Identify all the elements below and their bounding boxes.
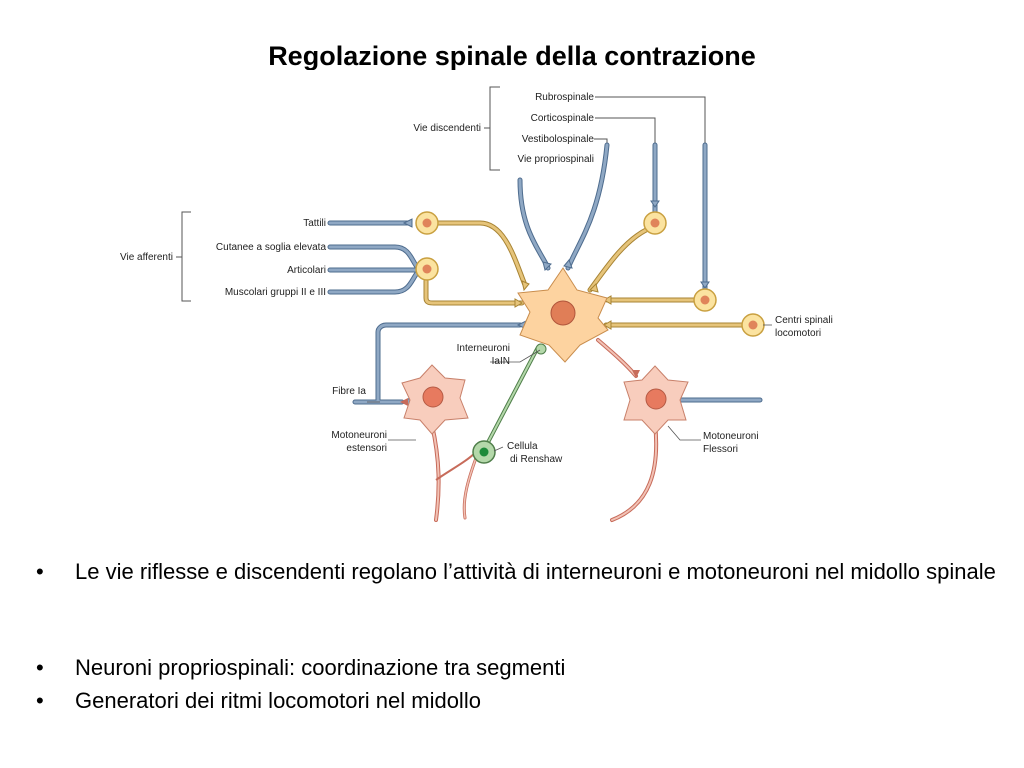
renshaw-cell xyxy=(472,440,496,464)
yellow-terminals xyxy=(514,280,612,330)
label-cellula-1: Cellula xyxy=(507,441,538,452)
motoneuron-flexor xyxy=(623,365,689,435)
bullet-text: Generatori dei ritmi locomotori nel mido… xyxy=(75,688,481,713)
label-fibre-ia: Fibre Ia xyxy=(332,386,366,397)
bullet-item-1: • Le vie riflesse e discendenti regolano… xyxy=(36,560,996,584)
spinal-regulation-diagram: Vie discendenti Rubrospinale Corticospin… xyxy=(120,86,833,522)
label-tattili: Tattili xyxy=(303,218,326,229)
label-leaders xyxy=(367,324,772,452)
afferent-bracket xyxy=(176,211,191,302)
axon-terminal-ext xyxy=(400,398,408,406)
label-moto-estensori-2: estensori xyxy=(346,443,387,454)
label-moto-flessori-2: Flessori xyxy=(703,444,738,455)
motoneuron-extensor xyxy=(401,364,469,435)
descending-bracket xyxy=(484,86,500,171)
label-articolari: Articolari xyxy=(287,265,326,276)
label-centri-spinali-1: Centri spinali xyxy=(775,315,833,326)
label-cellula-2: di Renshaw xyxy=(510,454,563,465)
label-interneuroni-2: IaIN xyxy=(492,356,510,367)
bullet-marker: • xyxy=(36,688,44,713)
axons xyxy=(430,338,659,522)
label-moto-flessori-1: Motoneuroni xyxy=(703,431,759,442)
label-centri-spinali-2: locomotori xyxy=(775,328,821,339)
bullet-item-2: • Neuroni propriospinali: coordinazione … xyxy=(36,656,996,680)
label-interneuroni-1: Interneuroni xyxy=(457,343,510,354)
renshaw-connections xyxy=(462,347,539,520)
descending-leader-lines xyxy=(594,96,706,145)
label-vie-propriospinali: Vie propriospinali xyxy=(517,154,594,165)
bullet-marker: • xyxy=(36,655,44,680)
label-moto-estensori-1: Motoneuroni xyxy=(331,430,387,441)
label-cutanee: Cutanee a soglia elevata xyxy=(216,242,327,253)
bullet-item-3: • Generatori dei ritmi locomotori nel mi… xyxy=(36,689,996,713)
yellow-cell-nuclei xyxy=(422,218,758,330)
label-rubrospinale: Rubrospinale xyxy=(535,92,594,103)
central-interneuron xyxy=(517,267,609,363)
bullet-text: Neuroni propriospinali: coordinazione tr… xyxy=(75,655,566,680)
bullet-marker: • xyxy=(36,559,44,584)
axon-terminal-fle xyxy=(632,370,640,378)
label-vie-discendenti: Vie discendenti xyxy=(413,123,481,134)
yellow-fibers xyxy=(423,220,745,328)
blue-fibers xyxy=(327,142,763,405)
label-vie-afferenti: Vie afferenti xyxy=(120,252,173,263)
bullet-text: Le vie riflesse e discendenti regolano l… xyxy=(75,559,996,584)
label-vestibolospinale: Vestibolospinale xyxy=(522,134,595,145)
slide-title: Regolazione spinale della contrazione xyxy=(268,41,756,70)
label-corticospinale: Corticospinale xyxy=(531,113,595,124)
label-muscolari: Muscolari gruppi II e III xyxy=(225,287,326,298)
iain-terminal xyxy=(535,343,547,355)
